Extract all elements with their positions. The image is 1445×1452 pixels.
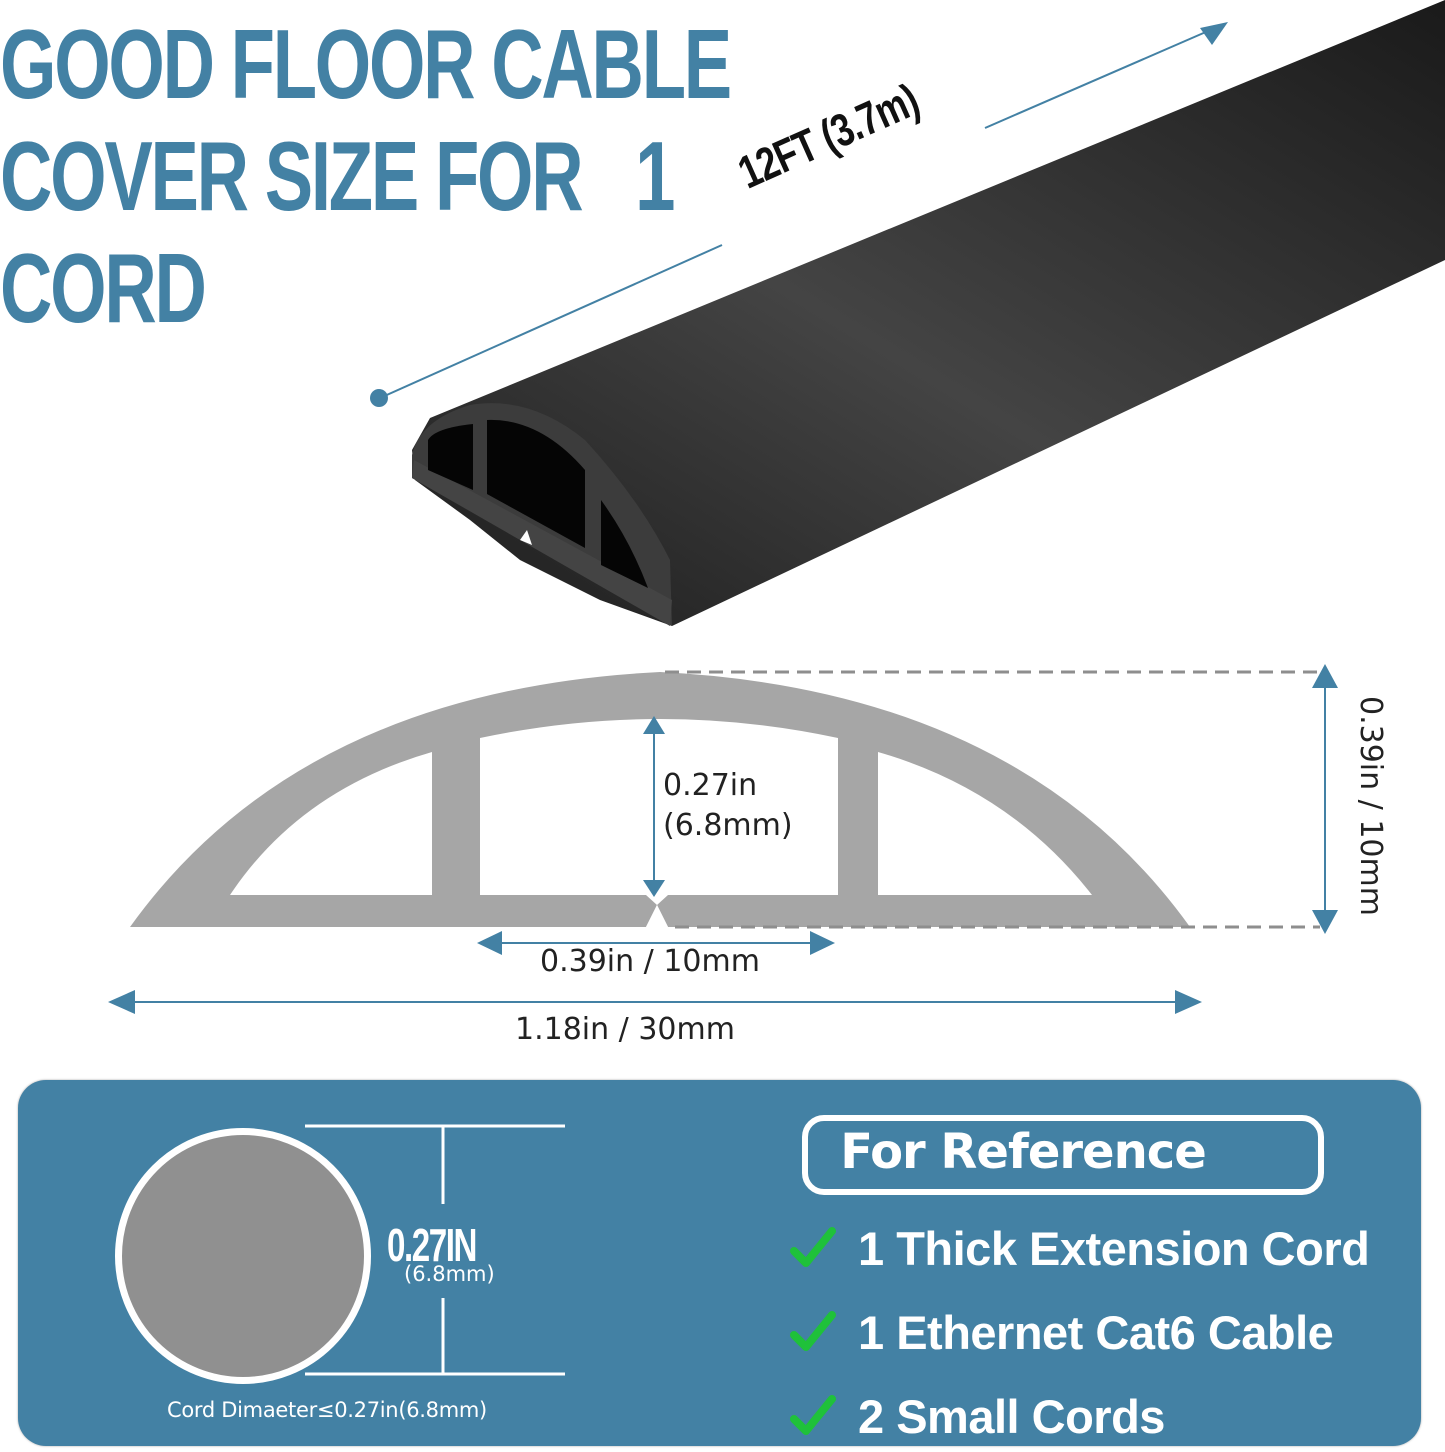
check-icon (790, 1311, 836, 1351)
cable-cover-3d (412, 0, 1445, 626)
length-dimension-line (370, 22, 1228, 407)
check-icon (790, 1227, 836, 1267)
reference-title-box (802, 1115, 1324, 1195)
reference-item: 1 Ethernet Cat6 Cable (790, 1300, 1334, 1364)
start-dot-icon (370, 389, 388, 407)
inner-height-in: 0.27in (663, 768, 758, 803)
inner-height-mm: (6.8mm) (663, 808, 793, 843)
reference-item-label: 2 Small Cords (858, 1389, 1165, 1443)
cord-caption: Cord Dimaeter≤0.27in(6.8mm) (167, 1398, 487, 1422)
headline: GOOD FLOOR CABLE COVER SIZE FOR 1 CORD (0, 8, 732, 344)
cord-diameter-lines (305, 1124, 565, 1376)
cord-diameter-in: 0.27IN (387, 1219, 477, 1271)
product-illustration (108, 0, 1445, 1014)
headline-line-2: COVER SIZE FOR 1 (0, 121, 675, 231)
total-height-label: 0.39in / 10mm (1353, 696, 1388, 916)
reference-item-label: 1 Ethernet Cat6 Cable (858, 1305, 1334, 1359)
center-channel-width-label: 0.39in / 10mm (540, 944, 760, 979)
cord-diameter-mm: (6.8mm) (404, 1262, 495, 1286)
total-width-label: 1.18in / 30mm (515, 1012, 735, 1047)
reference-title: For Reference (840, 1124, 1207, 1180)
cord-circle-icon (115, 1128, 371, 1384)
inner-height-label: 0.27in (6.8mm) (663, 766, 793, 846)
reference-item: 1 Thick Extension Cord (790, 1216, 1370, 1280)
arrowhead-icon (1200, 22, 1228, 45)
cross-section-diagram (108, 664, 1338, 1014)
check-icon (790, 1395, 836, 1435)
headline-line-3: CORD (0, 233, 207, 343)
reference-item: 2 Small Cords (790, 1384, 1165, 1448)
reference-item-label: 1 Thick Extension Cord (858, 1221, 1370, 1275)
